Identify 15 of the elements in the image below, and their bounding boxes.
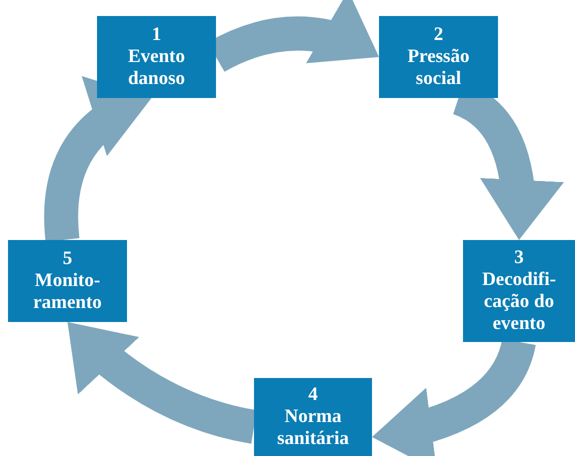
step-label: Monito-ramento <box>32 270 103 314</box>
step-box <box>97 16 216 98</box>
step-number: 4 <box>308 384 318 406</box>
step-label: Pressão social <box>406 46 470 90</box>
step-box <box>379 16 498 98</box>
step-number: 1 <box>152 24 162 46</box>
step-label: Decodifi-cação do evento <box>481 269 557 335</box>
step-label: Norma sanitária <box>276 406 350 450</box>
step-label: Evento danoso <box>126 46 186 90</box>
step-box <box>463 240 575 342</box>
step-number: 3 <box>514 247 524 269</box>
step-number: 2 <box>434 24 444 46</box>
step-box <box>254 378 372 456</box>
step-box <box>8 240 127 322</box>
step-number: 5 <box>62 248 72 270</box>
